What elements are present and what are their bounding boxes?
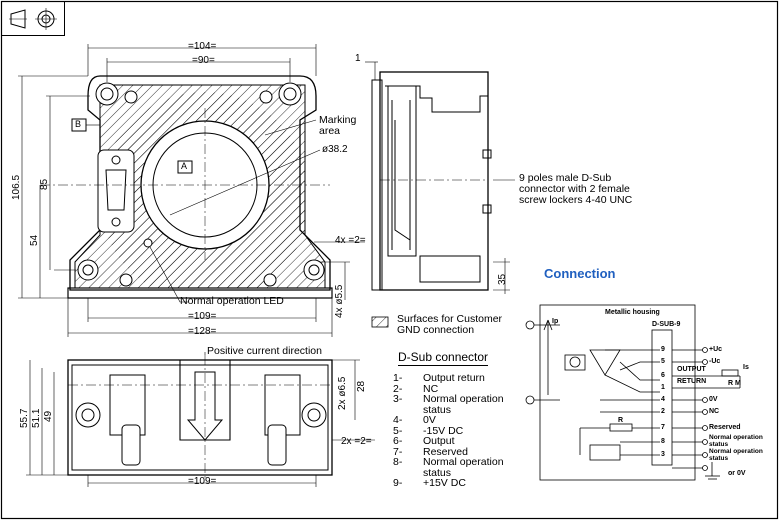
nc-label: NC <box>709 408 720 415</box>
dsub-pin-function: Output return <box>423 372 485 384</box>
dim-85: 85 <box>39 178 50 190</box>
dsub-pin-number: 3- <box>393 393 403 405</box>
dim-109: =109= <box>188 311 217 322</box>
dim-28: 28 <box>356 380 367 392</box>
dim-49: 49 <box>43 410 54 422</box>
dsub-pin-row: 6- Output <box>393 436 504 447</box>
dsub-pin-function: Reserved <box>423 445 468 458</box>
output-label: OUTPUT <box>677 366 706 373</box>
dsub-pin-function: NC <box>423 382 439 395</box>
dim-54: 54 <box>29 234 40 246</box>
dsub-pin-row: status <box>393 466 504 479</box>
dim-bot-109: =109= <box>188 476 217 487</box>
dsub9-pin-number: 3 <box>661 451 665 458</box>
dsub9-pin-number: 5 <box>661 358 665 365</box>
ip-label: Ip <box>552 318 559 325</box>
dsub-pin-function: Normal operation <box>423 456 504 468</box>
dsub-pin-function: +15V DC <box>423 477 466 489</box>
r-label: R <box>618 417 624 424</box>
dim-106-5: 106.5 <box>11 174 22 200</box>
dsub-pin-function: 0V <box>423 414 436 426</box>
front-dimensions <box>18 44 365 337</box>
dim-side-1: 1 <box>355 53 361 64</box>
dim-128: =128= <box>188 326 217 337</box>
dsub-pin-row: 3- Normal operation <box>393 394 504 405</box>
gnd-label: or 0V <box>728 470 746 477</box>
metallic-housing-label: Metallic housing <box>605 309 660 316</box>
side-view <box>365 61 515 294</box>
connection-title: Connection <box>544 266 616 281</box>
return-label: RETURN <box>677 378 707 385</box>
dsub-pin-function: status <box>423 403 452 416</box>
front-view <box>40 75 333 303</box>
gnd-surface-swatch <box>371 316 389 328</box>
dsub9-label: D-SUB-9 <box>652 321 681 328</box>
dim-90: =90= <box>192 55 215 66</box>
dsub-pin-function: Output <box>423 435 455 447</box>
dsub-pin-number: 9- <box>393 477 403 489</box>
connection-terminals <box>702 347 708 471</box>
zero-v-label: 0V <box>709 396 718 403</box>
dsub-connector-title: D-Sub connector <box>398 350 489 366</box>
dsub9-pin-number: 6 <box>661 372 665 379</box>
dsub-pin-number: 1- <box>393 372 403 384</box>
is-label: Is <box>743 364 749 371</box>
dsub-pin-number: 8- <box>393 456 403 468</box>
dim-bot-hole: 2x ø6.5 <box>337 376 348 410</box>
dsub-pin-number: 6- <box>393 435 403 447</box>
dsub-pin-function: Normal operation <box>423 393 504 405</box>
datum-a: A <box>181 161 188 171</box>
dsub-pin-row: 7- Reserved <box>393 445 504 458</box>
uc-plus-label: +Uc <box>709 346 723 353</box>
dim-55-7: 55.7 <box>19 408 30 428</box>
dim-51-1: 51.1 <box>31 408 42 428</box>
dsub-pin-number: 2- <box>393 382 403 395</box>
dsub-pin-row: 8- Normal operation <box>393 457 504 468</box>
dsub9-pin-number: 2 <box>661 408 665 415</box>
dsub9-pin-number: 9 <box>661 346 665 353</box>
reserved-label: Reserved <box>709 424 741 431</box>
dsub-pin-row: 5- -15V DC <box>393 424 504 437</box>
dsub-pin-row: 4- 0V <box>393 415 504 426</box>
dsub9-pin-number: 7 <box>661 424 665 431</box>
dsub-pin-row: 9- +15V DC <box>393 478 504 489</box>
connection-schematic <box>525 304 741 481</box>
positive-direction-label: Positive current direction <box>207 345 322 357</box>
dsub-pin-row: 2- NC <box>393 382 504 395</box>
dsub9-pin-number: 8 <box>661 438 665 445</box>
uc-minus-label: -Uc <box>709 358 721 365</box>
dim-4x-2: 4x =2= <box>335 235 366 246</box>
projection-symbol-icon <box>1 1 65 36</box>
dsub-pin-function: -15V DC <box>423 424 464 437</box>
dsub-pin-function: status <box>423 466 452 479</box>
dsub-pin-number: 7- <box>393 445 403 458</box>
dsub-pin-row: status <box>393 403 504 416</box>
dim-104: =104= <box>188 41 217 52</box>
datum-b: B <box>75 119 82 129</box>
dsub-pin-number: 4- <box>393 414 403 426</box>
bottom-view <box>26 352 375 487</box>
dsub9-pin-number: 4 <box>661 396 665 403</box>
dsub-pin-number: 5- <box>393 424 403 437</box>
dim-bot-2x: 2x =2= <box>341 436 372 447</box>
led-label: Normal operation LED <box>180 295 284 307</box>
dsub9-pin-number: 1 <box>661 384 665 391</box>
dim-side-35: 35 <box>497 273 508 285</box>
dsub-pin-row: 1- Output return <box>393 373 504 384</box>
dim-hole: 4x ø5.5 <box>334 284 345 318</box>
dim-diameter: ø38.2 <box>322 144 348 155</box>
rm-label: R M <box>728 380 741 387</box>
